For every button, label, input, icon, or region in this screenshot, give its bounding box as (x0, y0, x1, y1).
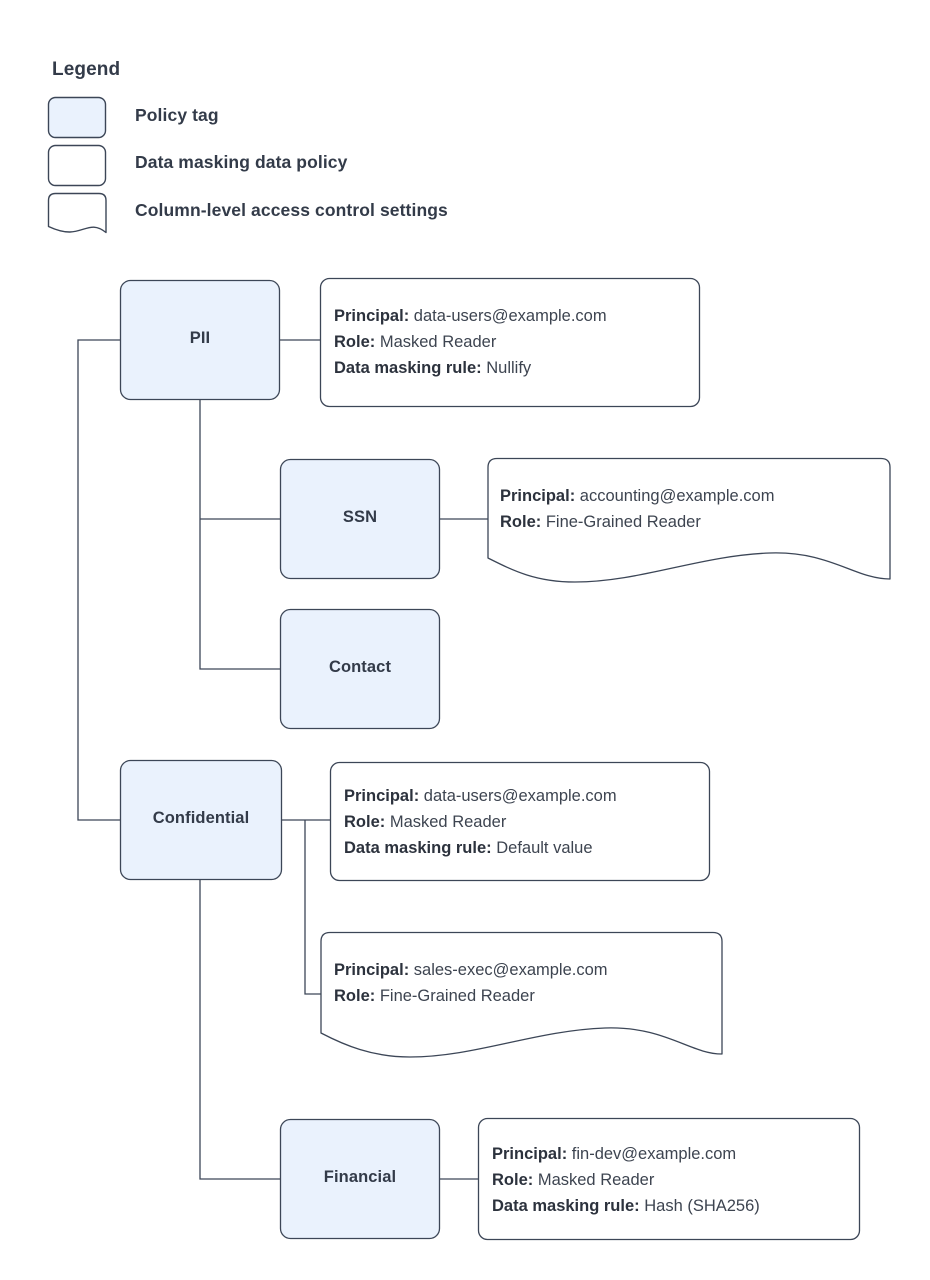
node-ssn[interactable] (279, 458, 441, 580)
callout-pii-masking[interactable] (319, 277, 701, 408)
legend-swatch-column-level-access (47, 192, 107, 234)
connector-confidential-to-financial (199, 880, 280, 1180)
legend-swatch-data-masking-policy (47, 144, 107, 187)
node-confidential[interactable] (119, 759, 283, 881)
callout-financial-masking[interactable] (477, 1117, 861, 1241)
callout-confidential-masking[interactable] (329, 761, 711, 882)
connector-pii-to-contact (199, 519, 280, 670)
connector-confidential-to-access-callout (304, 820, 321, 995)
node-financial[interactable] (279, 1118, 441, 1240)
node-contact[interactable] (279, 608, 441, 730)
connector-root-to-pii (77, 339, 120, 821)
legend-swatch-policy-tag (47, 96, 107, 139)
callout-ssn-access[interactable] (487, 457, 891, 583)
callout-confidential-access[interactable] (320, 931, 723, 1058)
node-pii[interactable] (119, 279, 281, 401)
